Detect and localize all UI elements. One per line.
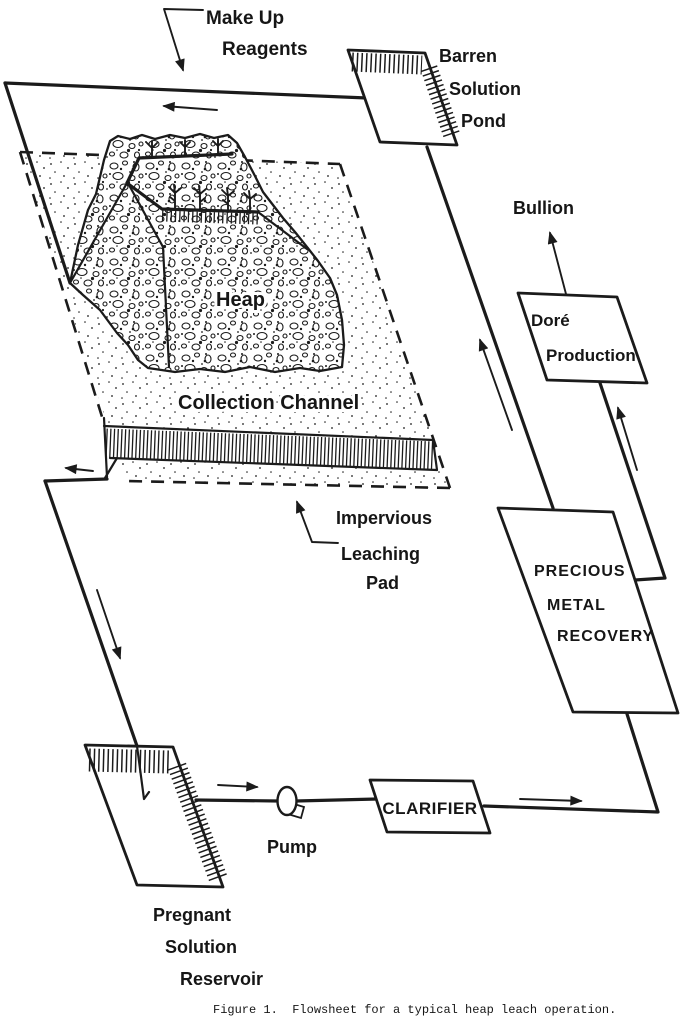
- channel-strip-bottom-edge: [108, 456, 439, 472]
- arrow-up-to-dore: [616, 406, 638, 471]
- heap-bench-hatching: [161, 210, 259, 225]
- arrow-channel-left: [64, 464, 94, 475]
- reservoir-inlet-pipe: [135, 744, 151, 801]
- flow-line-recovery-to-pond: [425, 145, 555, 510]
- flow-lines: [3, 81, 667, 814]
- label-barren-line1: Barren: [439, 46, 497, 66]
- channel-strip-right-cap: [431, 438, 439, 472]
- flow-line-channel-exit: [43, 477, 109, 483]
- label-clarifier: CLARIFIER: [382, 799, 477, 818]
- label-pmr-line2: METAL: [547, 597, 606, 614]
- label-pregnant-line1: Pregnant: [153, 905, 231, 925]
- heap-face-line: [127, 183, 171, 369]
- flow-line-clarifier-to-recovery: [482, 712, 660, 814]
- pump-body: [276, 785, 298, 817]
- label-dore-line2: Production: [546, 346, 636, 365]
- label-make-up-line2: Reagents: [222, 39, 308, 60]
- pregnant-reservoir-right-hatching: [168, 762, 227, 882]
- label-make-up-line1: Make Up: [206, 8, 284, 29]
- arrow-clarifier-right: [519, 795, 583, 806]
- label-impervious-line1: Impervious: [336, 508, 432, 528]
- leader-make-up-reagents: [163, 8, 204, 72]
- barren-solution-pond: [346, 48, 461, 147]
- figure-caption: Figure 1. Flowsheet for a typical heap l…: [213, 1003, 616, 1017]
- label-pregnant-line2: Solution: [165, 937, 237, 957]
- flow-arrows: [64, 101, 638, 806]
- pregnant-reservoir-shape: [83, 743, 225, 889]
- clarifier-box: [368, 778, 492, 835]
- label-impervious-line3: Pad: [366, 573, 399, 593]
- precious-metal-recovery-box: [496, 506, 680, 715]
- leader-impervious-pad: [296, 500, 339, 544]
- pad-dashed-left-edge: [18, 151, 105, 421]
- barren-pond-right-hatching: [420, 65, 461, 139]
- pregnant-solution-reservoir: [83, 743, 227, 889]
- sprinklers-upper: [146, 138, 224, 158]
- label-pmr-line1: PRECIOUS: [534, 563, 626, 580]
- flow-line-to-reservoir: [43, 479, 139, 748]
- flow-line-upper-left: [3, 81, 72, 285]
- label-impervious-line2: Leaching: [341, 544, 420, 564]
- label-dore-line1: Doré: [531, 311, 570, 330]
- heap: [68, 132, 346, 374]
- arrow-up-to-pond: [478, 338, 513, 431]
- arrow-top-left: [162, 101, 218, 112]
- flow-line-pump-to-clarifier: [294, 797, 379, 803]
- sprinkler-header-upper: [125, 152, 234, 185]
- pump-symbol: [276, 785, 306, 820]
- arrow-pump-right: [217, 781, 259, 792]
- labels: Make Up Reagents Barren Solution Pond Bu…: [153, 8, 654, 989]
- heap-terrace-edge: [256, 210, 309, 251]
- label-bullion: Bullion: [513, 198, 574, 218]
- channel-strip-top-edge: [102, 424, 435, 442]
- heap-ridge-line: [68, 181, 129, 285]
- label-barren-line2: Solution: [449, 79, 521, 99]
- flow-line-top: [3, 81, 369, 100]
- label-collection-channel: Collection Channel: [178, 392, 359, 414]
- label-heap: Heap: [216, 289, 265, 311]
- sprinkler-header-lower: [125, 181, 260, 214]
- label-barren-line3: Pond: [461, 111, 506, 131]
- channel-strip-left-cap: [102, 416, 109, 479]
- sprinklers-lower: [168, 184, 257, 214]
- collection-channel-strip: [102, 416, 439, 480]
- label-pregnant-line3: Reservoir: [180, 969, 263, 989]
- dore-production-box: [516, 291, 649, 385]
- label-pmr-line3: RECOVERY: [557, 628, 654, 645]
- flow-line-recovery-to-dore: [598, 381, 667, 582]
- flow-line-reservoir-to-pump: [194, 798, 280, 803]
- arrow-bullion: [547, 231, 567, 295]
- arrow-down-to-reservoir: [96, 589, 122, 660]
- label-pump: Pump: [267, 837, 317, 857]
- pad-dashed-bottom-edge: [124, 479, 451, 490]
- channel-strip-left-step: [103, 456, 119, 480]
